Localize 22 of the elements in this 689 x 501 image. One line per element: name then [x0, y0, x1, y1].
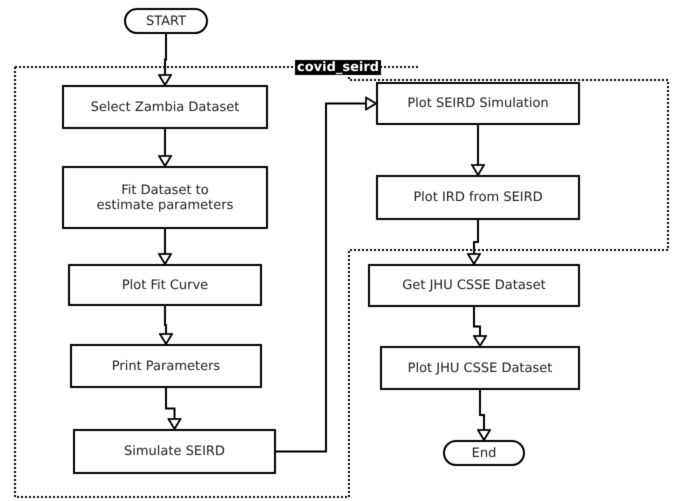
arrow: [165, 388, 182, 430]
terminator: End: [443, 440, 525, 466]
process-box: Plot JHU CSSE Dataset: [380, 346, 580, 390]
arrow: [473, 307, 487, 347]
arrow: [159, 306, 173, 345]
arrow: [471, 125, 485, 176]
group-title: covid_seird: [295, 60, 382, 75]
process-box: Plot Fit Curve: [68, 264, 262, 306]
arrow: [158, 129, 172, 167]
process-box: Select Zambia Dataset: [62, 85, 268, 129]
process-box: Fit Dataset to estimate parameters: [62, 166, 268, 229]
arrow: [158, 34, 172, 86]
arrow: [158, 229, 172, 265]
process-box: Get JHU CSSE Dataset: [368, 264, 580, 307]
process-box: Simulate SEIRD: [73, 429, 276, 474]
terminator: START: [124, 8, 208, 34]
process-box: Plot IRD from SEIRD: [376, 175, 580, 220]
process-box: Plot SEIRD Simulation: [376, 82, 580, 125]
arrow: [276, 96, 377, 452]
arrow: [477, 390, 491, 441]
arrow: [467, 220, 481, 265]
process-box: Print Parameters: [70, 344, 262, 388]
